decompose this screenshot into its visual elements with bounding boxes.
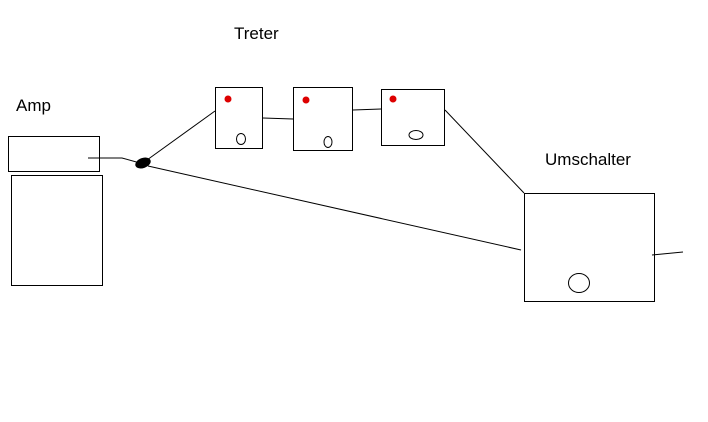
pedal-2 [293,87,353,151]
cable-pedal-2-to-3 [352,108,382,111]
pedal-3-footswitch-icon [408,130,424,140]
cable-to-switcher [147,165,522,251]
pedal-1 [215,87,263,149]
umschalter-label: Umschalter [545,150,631,169]
treter-label: Treter [234,24,279,43]
pedal-2-led-icon [302,96,310,104]
pedal-3-led-icon [389,95,397,103]
switcher-footswitch-icon [568,273,590,293]
pedal-1-footswitch-icon [236,133,246,145]
amp-head-box [8,136,100,172]
cable-pedal-3-to-switcher [444,109,525,194]
pedal-2-box [293,87,353,151]
cable-pedal-1-to-2 [262,117,294,120]
switcher-output-cable [651,251,684,256]
splitter-junction [135,157,151,169]
pedal-3-box [381,89,445,146]
pedal-1-box [215,87,263,149]
amp-cabinet-box [11,175,103,286]
pedal-1-led-icon [224,95,232,103]
switcher-box [524,193,655,302]
amp-cable [88,157,141,164]
amp-label: Amp [16,96,51,115]
pedal-2-footswitch-icon [323,136,333,148]
cable-to-pedal-1 [146,110,216,161]
switcher [524,193,655,302]
pedal-3 [381,89,445,146]
